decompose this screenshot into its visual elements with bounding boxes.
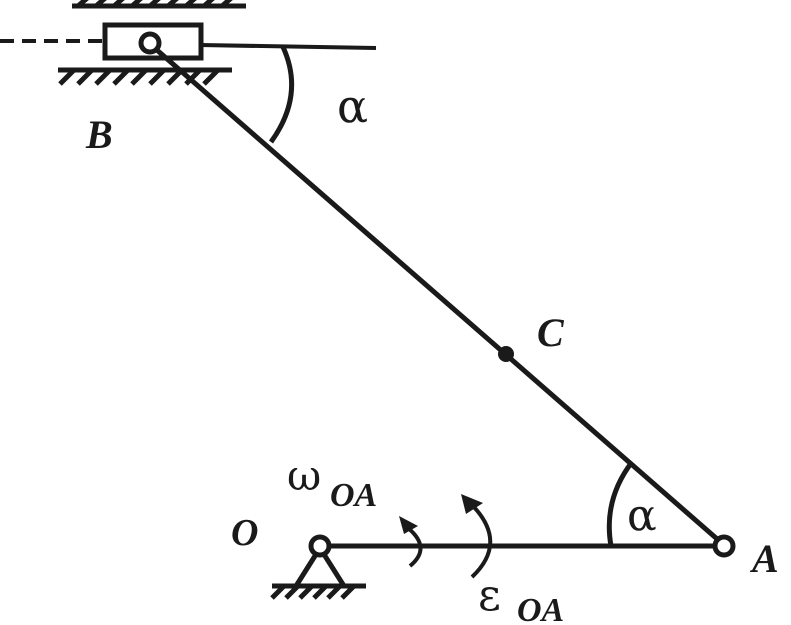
label-a: A xyxy=(749,536,779,581)
label-epsilon: ε OA xyxy=(478,570,564,625)
connecting-rod-ba xyxy=(148,42,726,547)
omega-arrow-icon xyxy=(399,516,423,568)
point-c xyxy=(498,346,514,362)
pin-b xyxy=(138,31,162,55)
label-angle-bottom: α xyxy=(627,490,657,541)
label-b: B xyxy=(85,112,113,157)
pin-a xyxy=(712,534,736,558)
omega-symbol: ω xyxy=(287,451,321,500)
omega-subscript: OA xyxy=(330,477,377,514)
angle-arc-bottom xyxy=(606,460,634,547)
label-angle-top: α xyxy=(337,79,368,133)
label-omega: ω OA xyxy=(287,451,377,514)
horizontal-reference-line xyxy=(199,43,377,50)
slider-guide-bottom xyxy=(58,67,232,86)
angle-arc-top xyxy=(268,45,295,144)
label-o: O xyxy=(231,512,258,554)
label-c: C xyxy=(537,310,565,355)
epsilon-symbol: ε xyxy=(478,570,501,621)
epsilon-arrow-icon xyxy=(461,494,493,579)
epsilon-subscript: OA xyxy=(517,592,564,625)
slider-guide-top xyxy=(72,0,246,9)
pin-o xyxy=(308,534,332,558)
fixed-support-o xyxy=(270,543,366,600)
